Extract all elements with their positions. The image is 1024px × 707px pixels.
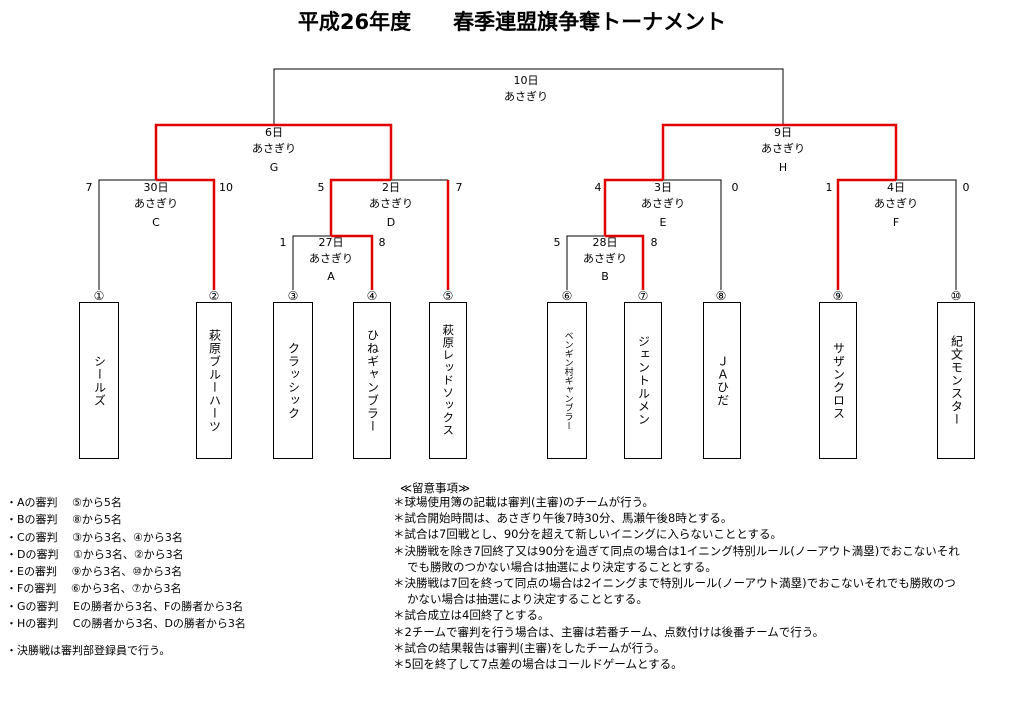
- notes-title: ≪留意事項≫: [400, 481, 471, 495]
- team-name: 紀文モンスター: [949, 335, 964, 426]
- team-name: ベンギン村ギャンブラー: [562, 331, 573, 430]
- game-e-right-score: 0: [732, 181, 739, 194]
- team-name: ＪＡひだ: [715, 354, 730, 407]
- game-e-date: 3日: [654, 181, 672, 194]
- team-name: ひねギャンブラー: [365, 328, 380, 433]
- game-c-left-score: 7: [86, 181, 93, 194]
- team-number: ⑦: [638, 289, 649, 303]
- umpire-line: ・Fの審判 ⑥から3名、⑦から3名: [6, 582, 182, 596]
- notes-list: ＊球場使用簿の記載は審判(主審)のチームが行う。 ＊試合開始時間は、あさぎり午後…: [393, 494, 963, 672]
- game-b-left-score: 5: [554, 236, 561, 249]
- team-box-5: 萩原レッドソックス: [429, 302, 467, 459]
- team-name: 萩原レッドソックス: [441, 324, 456, 437]
- note-item: ＊決勝戦は7回を終って同点の場合は2イニングまで特別ルール(ノーアウト満塁)でお…: [393, 576, 956, 607]
- game-b-venue: あさぎり: [583, 251, 627, 265]
- game-h-code: H: [779, 161, 787, 174]
- note-item: ＊2チームで審判を行う場合は、主審は若番チーム、点数付けは後番チームで行う。: [393, 624, 825, 639]
- umpire-line: ・Cの審判 ③から3名、④から3名: [6, 530, 183, 544]
- team-box-9: サザンクロス: [819, 302, 857, 459]
- game-e-left-score: 4: [595, 181, 602, 194]
- note-item: ＊決勝戦を除き7回終了又は90分を過ぎて同点の場合は1イニング特別ルール(ノーア…: [393, 543, 960, 574]
- page-title: 平成26年度 春季連盟旗争奪トーナメント: [297, 10, 727, 34]
- game-a-right-score: 8: [379, 236, 386, 249]
- game-h-venue: あさぎり: [761, 141, 805, 155]
- team-box-7: ジェントルメン: [624, 302, 662, 459]
- team-box-10: 紀文モンスター: [937, 302, 975, 459]
- note-item: ＊試合は7回戦とし、90分を超えて新しいイニングに入らないこととする。: [393, 527, 783, 542]
- game-c-right-score: 10: [219, 181, 233, 194]
- team-number: ②: [209, 289, 220, 303]
- game-d-code: D: [387, 216, 395, 229]
- team-number: ③: [288, 289, 299, 303]
- game-f-right-score: 0: [963, 181, 970, 194]
- game-a-code: A: [327, 270, 335, 283]
- game-c-date: 30日: [144, 181, 169, 194]
- game-g-date: 6日: [265, 126, 283, 139]
- game-d-left-score: 5: [318, 181, 325, 194]
- game-a-left-score: 1: [280, 236, 287, 249]
- umpire-line: ・Eの審判 ⑨から3名、⑩から3名: [6, 565, 183, 579]
- team-number: ④: [367, 289, 378, 303]
- team-box-3: クラッシック: [273, 302, 313, 459]
- game-f-date: 4日: [887, 181, 905, 194]
- umpire-line: ・Aの審判 ⑤から5名: [6, 496, 122, 509]
- team-name: シールズ: [92, 354, 107, 407]
- game-a-venue: あさぎり: [309, 251, 353, 265]
- team-number: ⑥: [562, 289, 573, 303]
- team-name: サザンクロス: [831, 341, 846, 420]
- team-box-4: ひねギャンブラー: [353, 302, 391, 459]
- team-name: 萩原ブルーハーツ: [207, 328, 222, 433]
- game-h-date: 9日: [774, 126, 792, 139]
- bracket-lines-winner: [154, 123, 898, 290]
- game-b-date: 28日: [593, 236, 618, 249]
- game-b-right-score: 8: [651, 236, 658, 249]
- team-name: ジェントルメン: [636, 335, 651, 426]
- umpire-line: ・Gの審判 Eの勝者から3名、Fの勝者から3名: [6, 599, 244, 613]
- umpire-line: ・Hの審判 Cの勝者から3名、Dの勝者から3名: [6, 617, 246, 631]
- team-box-2: 萩原ブルーハーツ: [196, 302, 232, 459]
- team-number: ⑧: [716, 289, 727, 303]
- game-d-venue: あさぎり: [369, 196, 413, 210]
- game-g-code: G: [270, 161, 279, 174]
- team-box-6: ベンギン村ギャンブラー: [547, 302, 587, 459]
- game-b-code: B: [601, 270, 609, 283]
- game-a-date: 27日: [319, 236, 344, 249]
- team-number: ⑨: [833, 289, 844, 303]
- game-final-date: 10日: [514, 74, 539, 87]
- umpire-line: ・Dの審判 ①から3名、②から3名: [6, 547, 184, 561]
- team-number: ⑤: [443, 289, 454, 303]
- game-c-venue: あさぎり: [134, 196, 178, 210]
- umpire-assignments: ・Aの審判 ⑤から5名 ・Bの審判 ⑧から5名 ・Cの審判 ③から3名、④から3…: [6, 494, 246, 660]
- game-e-venue: あさぎり: [641, 196, 685, 210]
- team-box-1: シールズ: [79, 302, 119, 459]
- note-item: ＊試合成立は4回終了とする。: [393, 608, 550, 623]
- team-box-8: ＪＡひだ: [703, 302, 741, 459]
- game-d-date: 2日: [382, 181, 400, 194]
- bracket-lines-black: [98, 68, 957, 290]
- game-final-venue: あさぎり: [504, 89, 548, 103]
- note-item: ＊5回を終了して7点差の場合はコールドゲームとする。: [393, 657, 683, 672]
- game-c-code: C: [152, 216, 160, 229]
- note-item: ＊球場使用簿の記載は審判(主審)のチームが行う。: [393, 495, 654, 509]
- note-item: ＊試合の結果報告は審判(主審)をしたチームが行う。: [393, 640, 666, 655]
- final-umpire-note: ・決勝戦は審判部登録員で行う。: [6, 644, 171, 658]
- game-f-left-score: 1: [826, 181, 833, 194]
- game-f-venue: あさぎり: [874, 196, 918, 210]
- game-e-code: E: [660, 216, 667, 229]
- game-f-code: F: [893, 216, 899, 229]
- game-d-right-score: 7: [456, 181, 463, 194]
- team-name: クラッシック: [286, 341, 301, 420]
- team-number: ①: [94, 289, 105, 303]
- game-g-venue: あさぎり: [252, 141, 296, 155]
- umpire-line: ・Bの審判 ⑧から5名: [6, 513, 122, 527]
- note-item: ＊試合開始時間は、あさぎり午後7時30分、馬瀬午後8時とする。: [393, 511, 733, 526]
- team-number: ⑩: [951, 289, 962, 303]
